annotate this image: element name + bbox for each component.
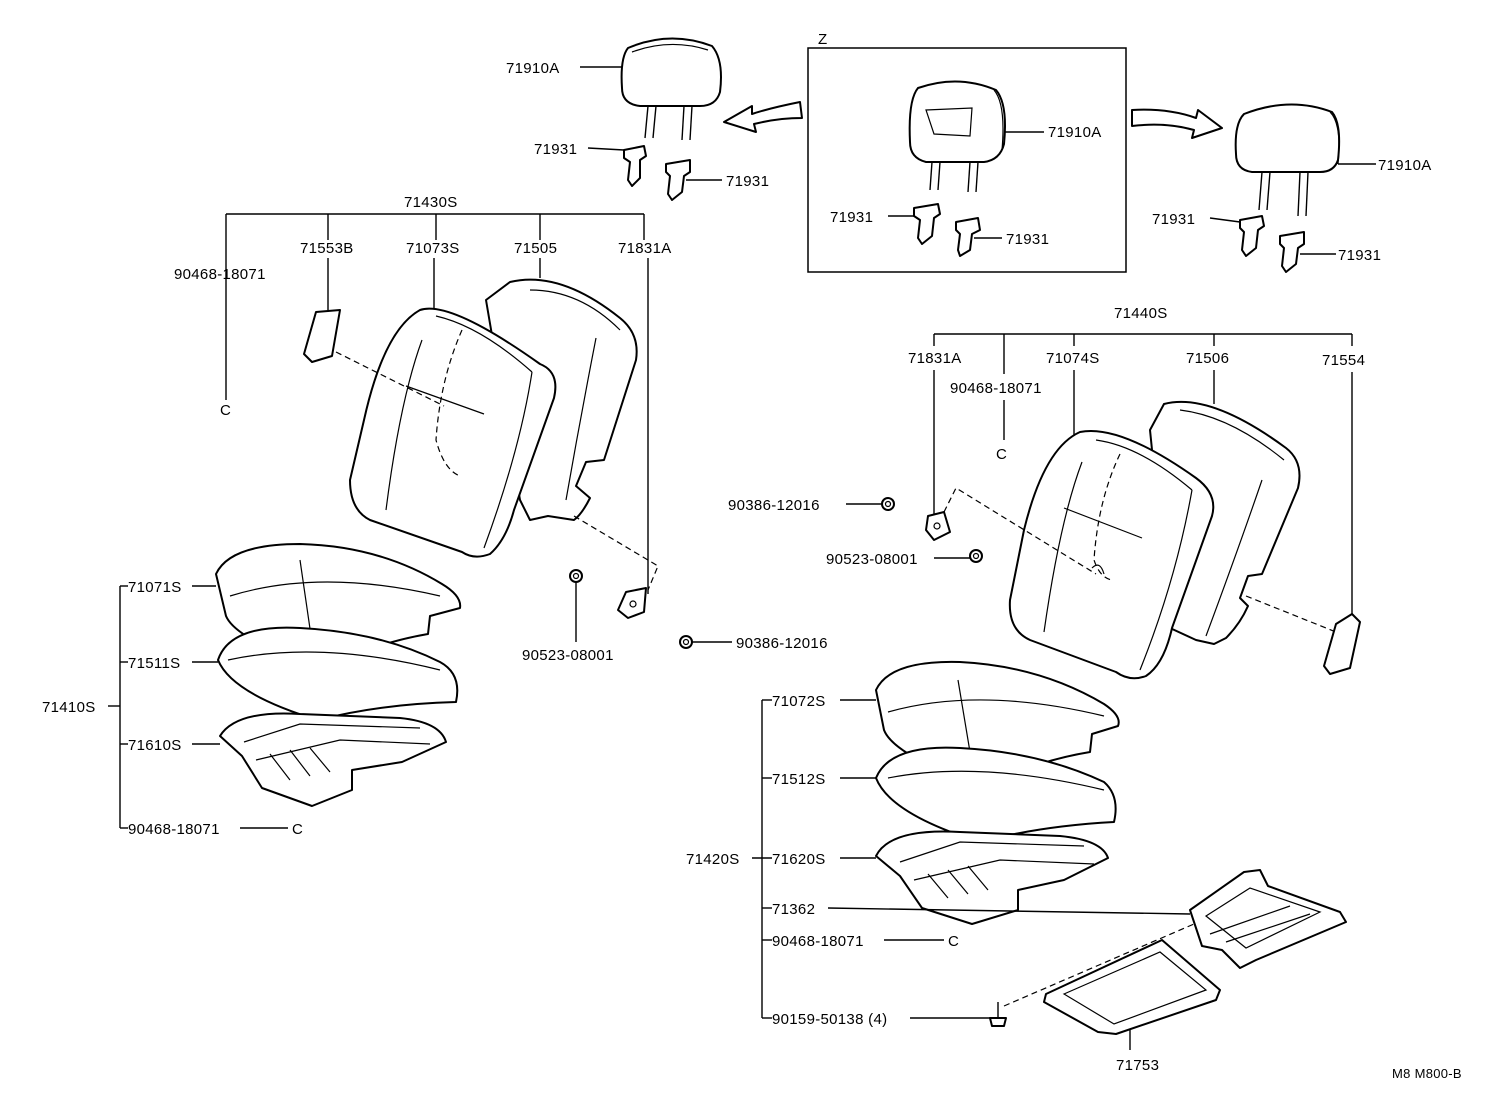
label-71554: 71554 [1322,352,1365,369]
seat-back-cover-right [1008,430,1215,680]
spring-frame-71610s [219,712,447,807]
spring-frame-71620s [875,830,1109,925]
label-90386-right: 90386-12016 [728,497,820,514]
guide-left-1 [623,145,647,187]
diagram-code: M8 M800-B [1392,1066,1462,1081]
cushion-pad-71512s [875,746,1117,843]
washer-90523-right [969,549,983,563]
arrow-left [723,101,803,133]
label-90386-left: 90386-12016 [736,635,828,652]
cushion-pad-71511s [217,626,459,721]
label-71831a-right: 71831A [908,350,962,367]
clip-symbol-left-back: C [220,402,231,419]
label-71071s: 71071S [128,579,182,596]
label-71831a-left: 71831A [618,240,672,257]
label-90468-right-back: 90468-18071 [950,380,1042,397]
label-90159: 90159-50138 (4) [772,1011,887,1028]
label-71910a-z: 71910A [1048,124,1102,141]
washer-90523-left [569,569,583,583]
label-90468-left-cushion: 90468-18071 [128,821,220,838]
label-71420s: 71420S [686,851,740,868]
label-71506: 71506 [1186,350,1229,367]
hinge-71831a-right [925,511,951,541]
guide-z-1 [913,203,941,245]
label-71610s: 71610S [128,737,182,754]
view-z-label: Z [818,31,827,48]
label-71931-left-2: 71931 [726,173,769,190]
label-71931-z-1: 71931 [830,209,873,226]
label-71440s: 71440S [1114,305,1168,322]
label-71910a-left: 71910A [506,60,560,77]
label-71931-right-1: 71931 [1152,211,1195,228]
label-71753: 71753 [1116,1057,1159,1074]
headrest-left [620,37,722,141]
label-71410s: 71410S [42,699,96,716]
clip-symbol-right-back: C [996,446,1007,463]
view-z-box [807,47,1127,273]
clip-symbol-right-cushion: C [948,933,959,950]
guide-z-2 [955,217,981,257]
nut-90386-left [679,635,693,649]
label-71910a-right: 71910A [1378,157,1432,174]
label-71553b: 71553B [300,240,354,257]
seat-back-cover-left [349,307,557,558]
clip-symbol-left-cushion: C [292,821,303,838]
hinge-71831a-left [617,587,647,619]
label-71072s: 71072S [772,693,826,710]
arrow-right [1131,108,1223,139]
nut-90386-right [881,497,895,511]
bracket-71362 [1189,869,1347,969]
label-71512s: 71512S [772,771,826,788]
headrest-z [908,80,1006,193]
label-71620s: 71620S [772,851,826,868]
label-71511s: 71511S [128,655,180,672]
label-71074s: 71074S [1046,350,1100,367]
side-cover-71553b [303,309,341,363]
guide-right-1 [1239,215,1265,257]
label-71931-left-1: 71931 [534,141,577,158]
label-71931-right-2: 71931 [1338,247,1381,264]
label-71931-z-2: 71931 [1006,231,1049,248]
label-90468-left-back: 90468-18071 [174,266,266,283]
tray-71753 [1043,939,1221,1035]
label-71073s: 71073S [406,240,460,257]
label-90523-left: 90523-08001 [522,647,614,664]
label-71505: 71505 [514,240,557,257]
guide-left-2 [665,159,691,201]
headrest-right [1234,103,1341,217]
label-90468-right-cushion: 90468-18071 [772,933,864,950]
side-cover-71554 [1323,613,1361,675]
label-71362: 71362 [772,901,815,918]
screw-90159 [989,1002,1007,1027]
label-90523-right: 90523-08001 [826,551,918,568]
label-71430s: 71430S [404,194,458,211]
guide-right-2 [1279,231,1305,273]
